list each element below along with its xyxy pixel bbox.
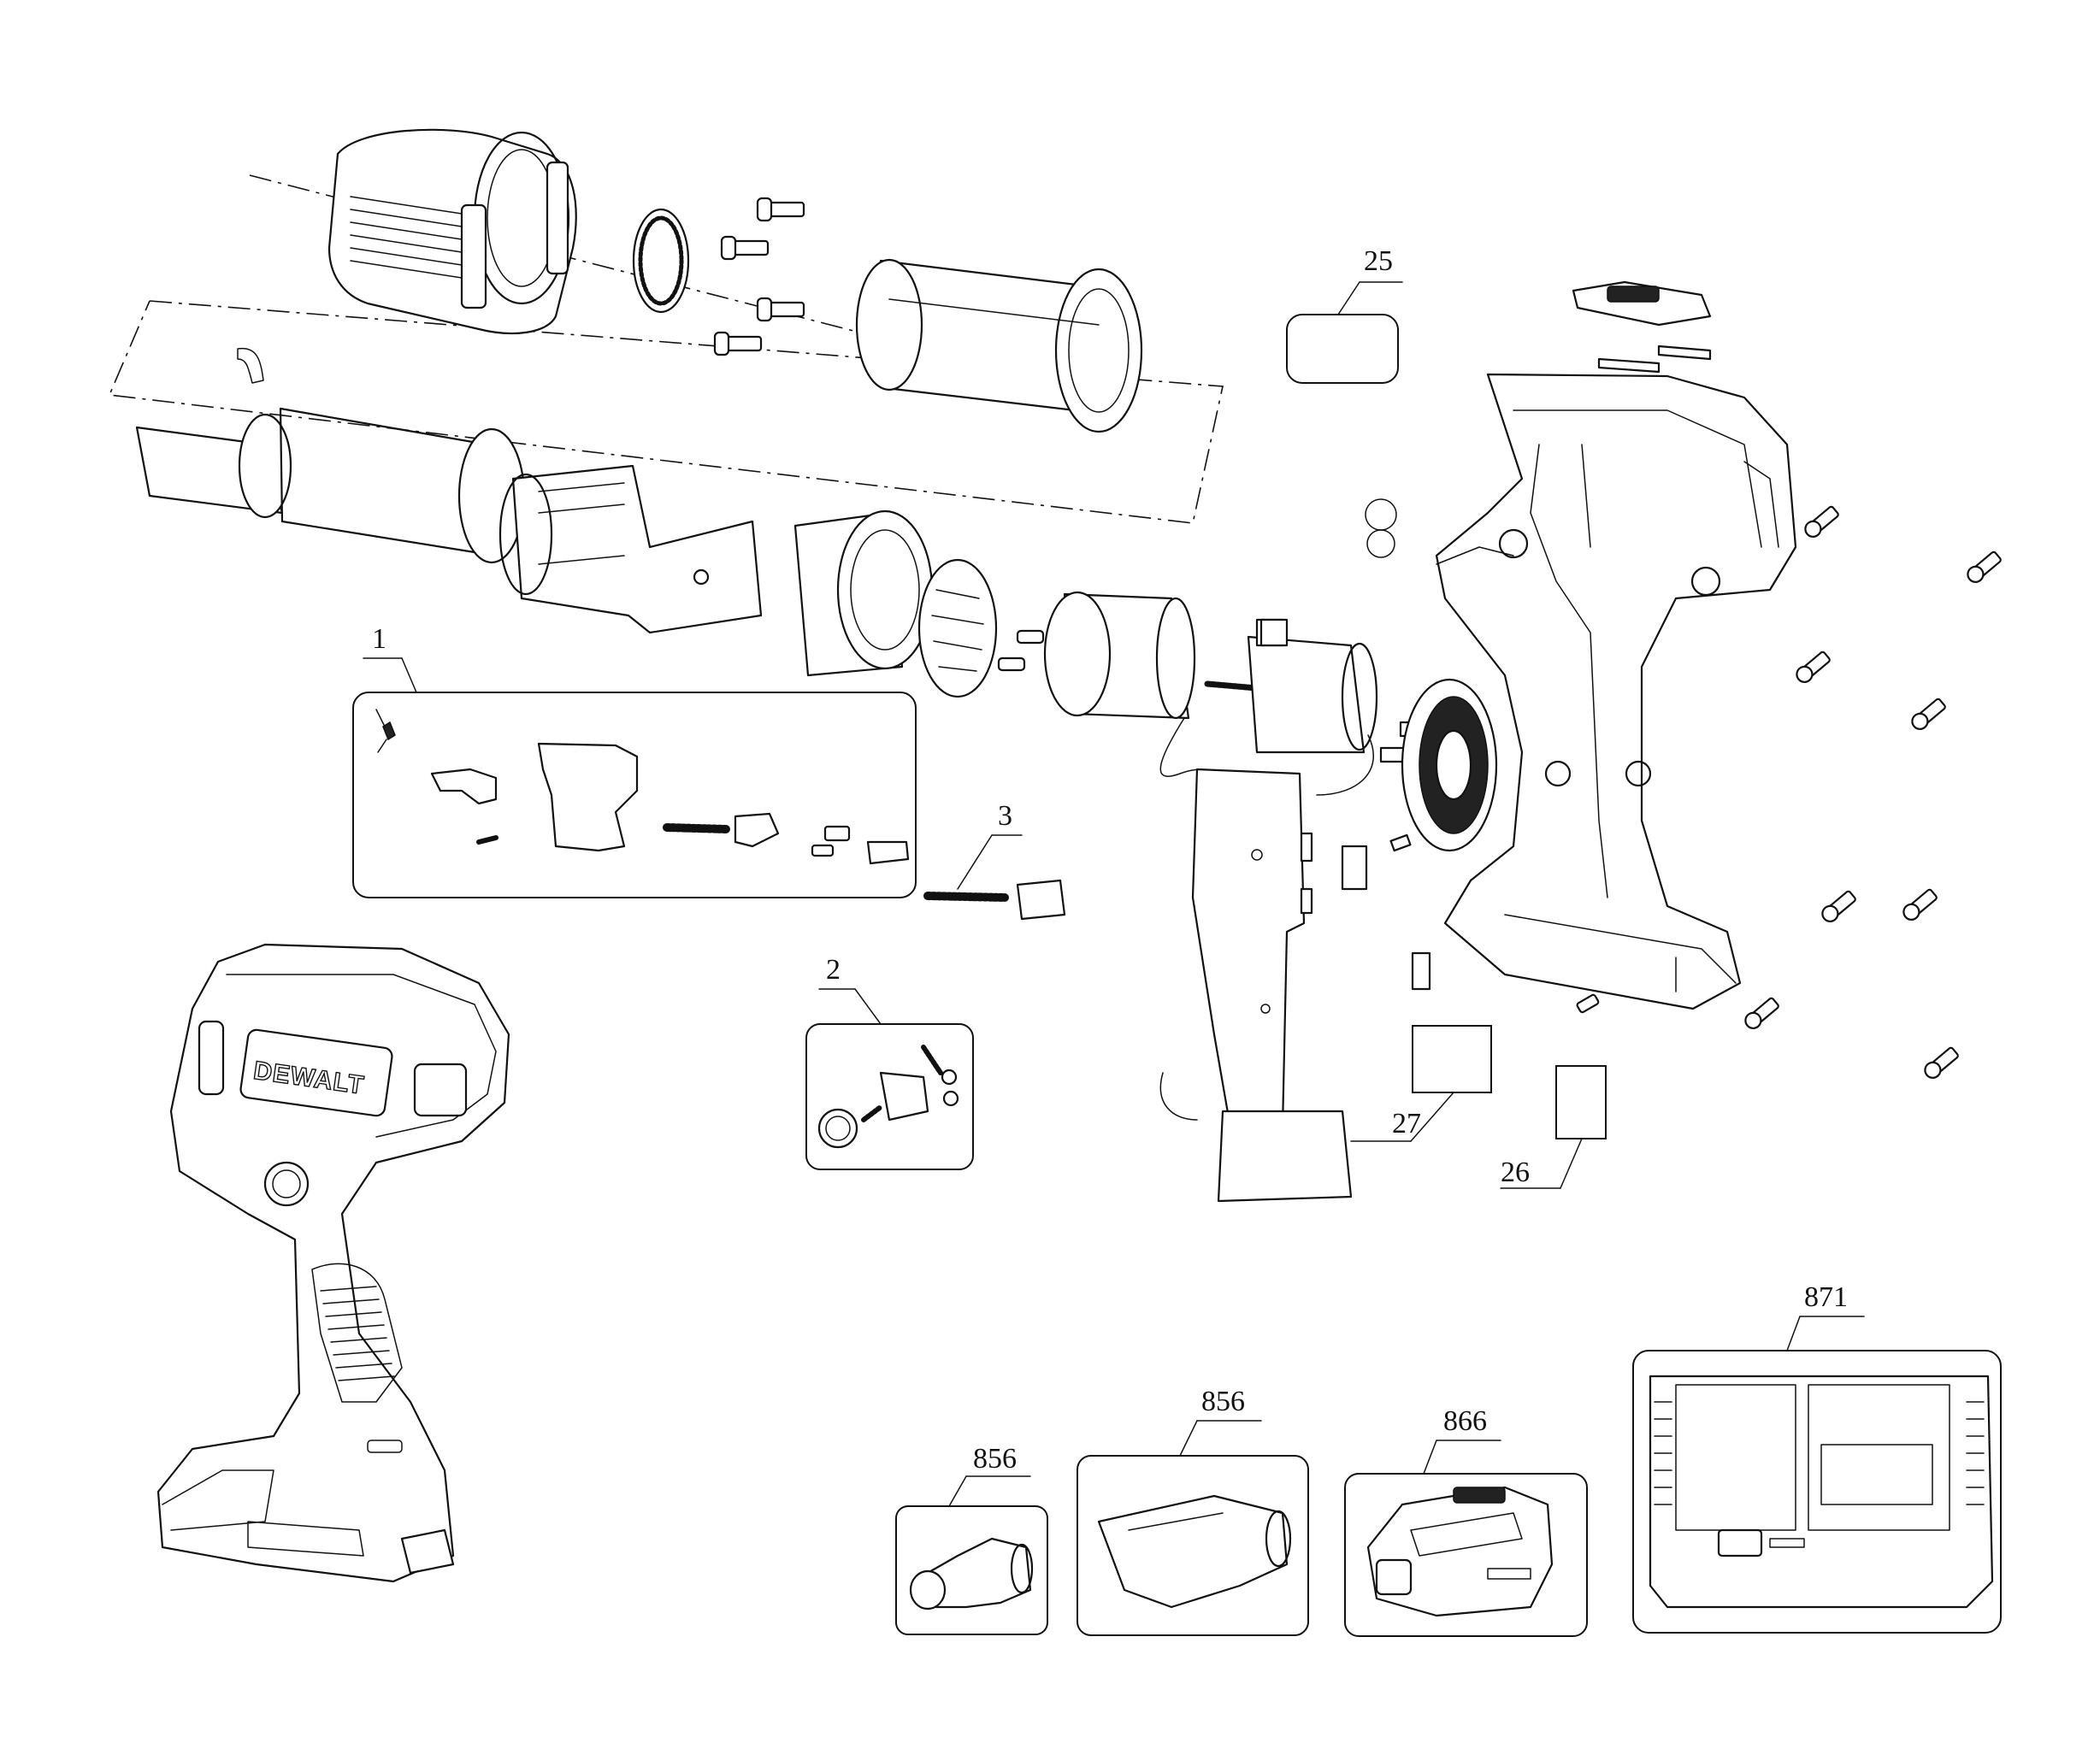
screw-set-top [713,197,805,356]
cone-nozzle-part [909,1537,1034,1610]
control-board-part [1159,768,1353,1203]
callout-25: 25 [1286,245,1403,384]
callout-866-number: 866 [1443,1405,1487,1437]
callout-856b-number: 856 [1201,1386,1245,1417]
callout-871: 871 [1632,1281,2002,1634]
callout-2-number: 2 [826,954,841,986]
charger-part [1649,1375,1994,1609]
fan-impeller-part [917,558,998,698]
callout-27-number: 27 [1392,1108,1421,1139]
end-cap-part [1401,678,1498,852]
callout-2: 2 [805,954,974,1170]
motor-housing-part [327,128,577,335]
charger-vent-ribs [1654,1401,1985,1505]
callout-856a-number: 856 [973,1443,1017,1475]
motor-bracket-part [498,464,763,634]
trigger-assembly-parts [375,709,910,865]
callout-3: 3 [923,800,1066,921]
flat-nozzle-part [1097,1494,1292,1609]
switch-assembly-parts [817,1045,959,1149]
fan-housing-part [793,509,934,677]
top-latch-part [1572,280,1712,374]
battery-pack-part [1366,1486,1554,1617]
housing-fins [350,196,463,279]
callout-871-number: 871 [1804,1281,1848,1313]
shaft-washers [997,629,1045,672]
small-contacts [1300,721,1431,991]
right-housing-part [1365,373,1797,1010]
callout-3-number: 3 [998,800,1012,832]
callout-866: 866 [1344,1405,1588,1637]
spring-rod [1204,680,1260,692]
left-housing-part: DEWALT [156,943,510,1583]
callout-25-number: 25 [1364,245,1393,277]
callout-856-b: 856 [1077,1386,1309,1636]
callout-26: 26 [1500,1065,1607,1189]
callout-1: 1 [352,623,917,898]
callout-27: 27 [1350,1025,1492,1142]
callout-856-a: 856 [895,1443,1048,1635]
callout-26-number: 26 [1501,1157,1530,1188]
grip-ribs [320,1286,395,1381]
mesh-screen-part [632,208,690,314]
callout-1-number: 1 [372,623,386,655]
motor-can-part [1043,591,1196,720]
heating-tube-part [855,258,1143,433]
housing-screws [1576,505,2002,1079]
insulation-sleeves [135,347,526,564]
slide-switch-part [1259,618,1289,647]
